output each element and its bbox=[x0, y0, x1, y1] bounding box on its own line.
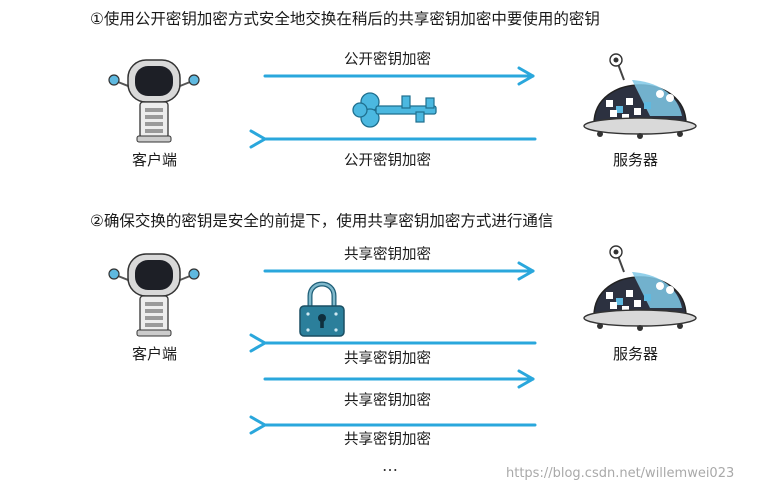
arrow-label: 共享密钥加密 bbox=[344, 247, 431, 263]
client-label: 客户端 bbox=[132, 345, 178, 363]
client-robot-icon bbox=[108, 59, 200, 143]
arrow-label: 共享密钥加密 bbox=[344, 393, 431, 409]
arrow-label: 共享密钥加密 bbox=[344, 432, 431, 448]
section2-title: ②确保交换的密钥是安全的前提下，使用共享密钥加密方式进行通信 bbox=[90, 212, 554, 230]
server-label: 服务器 bbox=[613, 151, 659, 169]
arrow-label: 公开密钥加密 bbox=[344, 52, 431, 68]
watermark: https://blog.csdn.net/willemwei023 bbox=[506, 466, 735, 481]
client-label: 客户端 bbox=[132, 151, 178, 169]
server-robot-icon bbox=[583, 53, 697, 140]
section1-title: ①使用公开密钥加密方式安全地交换在稍后的共享密钥加密中要使用的密钥 bbox=[90, 10, 600, 28]
padlock-icon bbox=[299, 281, 345, 337]
server-label: 服务器 bbox=[613, 345, 659, 363]
server-robot-icon bbox=[583, 245, 697, 332]
key-icon bbox=[352, 92, 437, 128]
arrow-label: 共享密钥加密 bbox=[344, 351, 431, 367]
ellipsis: … bbox=[382, 456, 399, 475]
client-robot-icon bbox=[108, 253, 200, 337]
arrow-label: 公开密钥加密 bbox=[344, 153, 431, 169]
